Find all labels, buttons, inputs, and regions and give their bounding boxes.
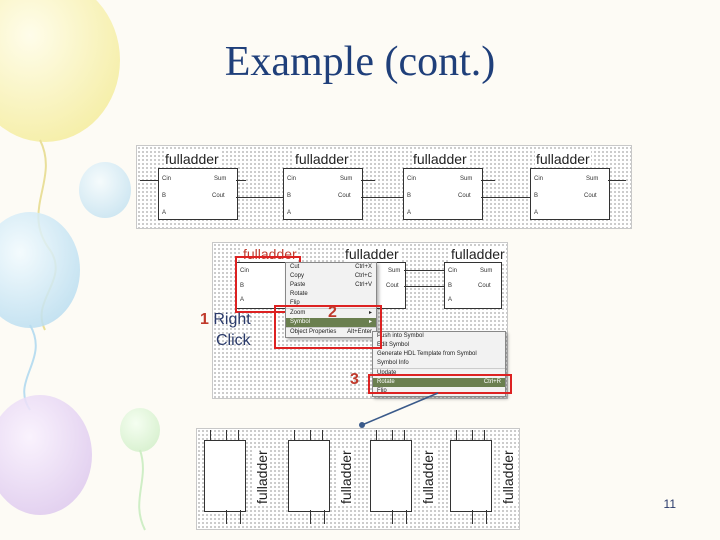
- port-cin: Cin: [240, 268, 250, 274]
- step2-highlight-box: [274, 305, 382, 349]
- block-title: fulladder: [242, 246, 298, 262]
- slide-title: Example (cont.): [224, 39, 496, 85]
- block-title: fulladder: [450, 246, 506, 262]
- port-a: A: [240, 297, 245, 303]
- symbol-submenu: Push into Symbol Edit Symbol Generate HD…: [372, 331, 506, 397]
- block-title: fulladder: [254, 449, 270, 505]
- wire: [236, 197, 283, 198]
- step2-number: 2: [328, 304, 337, 321]
- port-cout: Cout: [458, 193, 471, 199]
- port-sum: Sum: [214, 176, 227, 182]
- submenu-item-update[interactable]: Update: [373, 368, 505, 378]
- menu-item-symbol[interactable]: Symbol▸: [286, 318, 376, 327]
- wire: [608, 180, 626, 181]
- port-a: A: [448, 297, 453, 303]
- arrow-icon: [359, 392, 439, 428]
- port-b: B: [162, 193, 167, 199]
- port-cin: Cin: [534, 176, 544, 182]
- port-a: A: [162, 210, 167, 216]
- port-sum: Sum: [340, 176, 353, 182]
- block-title: fulladder: [294, 151, 350, 167]
- block-title: fulladder: [338, 449, 354, 505]
- port-sum: Sum: [480, 268, 493, 274]
- submenu-item-edit-symbol[interactable]: Edit Symbol: [377, 342, 410, 348]
- port-cin: Cin: [162, 176, 172, 182]
- submenu-item-push-into-symbol[interactable]: Push into Symbol: [377, 333, 424, 339]
- port-b: B: [287, 193, 292, 199]
- wire: [140, 180, 158, 181]
- chevron-right-icon: ▸: [368, 319, 372, 325]
- menu-item-flip[interactable]: Flip: [290, 300, 300, 306]
- menu-item-zoom[interactable]: Zoom▸: [286, 308, 376, 318]
- port-b: B: [534, 193, 539, 199]
- port-sum: Sum: [460, 176, 473, 182]
- port-sum: Sum: [388, 268, 401, 274]
- submenu-item-symbol-info[interactable]: Symbol Info: [377, 360, 409, 366]
- step1-text-line1: Right: [213, 311, 251, 328]
- port-b: B: [448, 283, 453, 289]
- block-title: fulladder: [535, 151, 591, 167]
- port-a: A: [287, 210, 292, 216]
- port-cin: Cin: [448, 268, 458, 274]
- port-cout: Cout: [212, 193, 225, 199]
- wire: [404, 286, 444, 287]
- wire: [361, 180, 375, 181]
- port-sum: Sum: [586, 176, 599, 182]
- step3-highlight-box: [368, 374, 512, 394]
- port-a: A: [534, 210, 539, 216]
- step1-label: 1 Right: [200, 310, 251, 330]
- step1-number: 1: [200, 311, 209, 328]
- wire: [361, 197, 403, 198]
- block-title: fulladder: [500, 449, 516, 505]
- step1-label-line2: Click: [216, 332, 251, 349]
- port-cout: Cout: [478, 283, 491, 289]
- block-title: fulladder: [420, 449, 436, 505]
- block-title: fulladder: [164, 151, 220, 167]
- port-b: B: [240, 283, 245, 289]
- block-title: fulladder: [344, 246, 400, 262]
- port-b: B: [407, 193, 412, 199]
- port-cout: Cout: [584, 193, 597, 199]
- wire: [404, 270, 444, 271]
- wire: [481, 180, 495, 181]
- port-a: A: [407, 210, 412, 216]
- page-number: 11: [663, 497, 676, 511]
- port-cout: Cout: [386, 283, 399, 289]
- chevron-right-icon: ▸: [368, 310, 372, 316]
- port-cin: Cin: [287, 176, 297, 182]
- port-cout: Cout: [338, 193, 351, 199]
- menu-item-rotate[interactable]: Rotate: [290, 291, 308, 297]
- submenu-item-flip[interactable]: Flip: [377, 388, 387, 394]
- step3-number: 3: [350, 371, 359, 388]
- wire: [236, 180, 246, 181]
- port-cin: Cin: [407, 176, 417, 182]
- submenu-item-generate-hdl[interactable]: Generate HDL Template from Symbol: [377, 351, 477, 357]
- wire: [481, 197, 530, 198]
- block-title: fulladder: [412, 151, 468, 167]
